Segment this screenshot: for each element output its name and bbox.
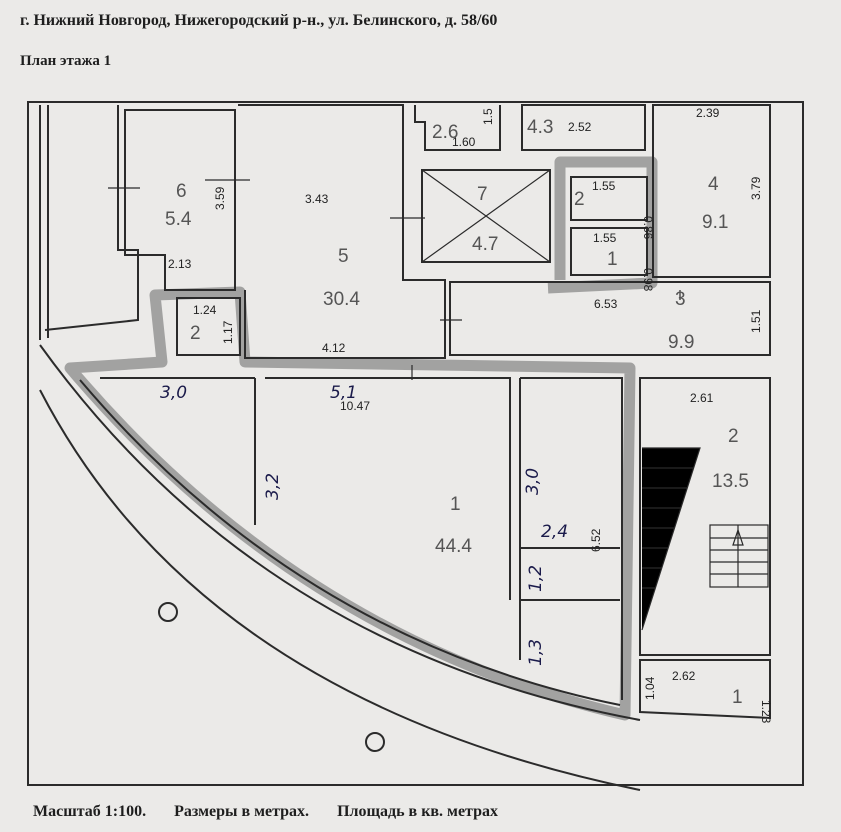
room-number: 2 (190, 323, 201, 344)
room-number: 5 (338, 246, 349, 267)
dimension: 1.23 (759, 700, 773, 724)
room-1 (100, 377, 511, 600)
wall (39, 105, 139, 340)
room-4 (652, 104, 771, 278)
dimension: 0.98 (641, 268, 655, 292)
address-heading: г. Нижний Новгород, Нижегородский р-н., … (20, 12, 498, 29)
room-number: 4 (708, 174, 719, 195)
room-wc-2 (570, 176, 648, 221)
room-area: 13.5 (712, 471, 749, 492)
dimension: 2.61 (690, 391, 714, 405)
room-2-small (176, 297, 241, 356)
plan-title: План этажа 1 (20, 53, 112, 69)
arrow-up-icon (732, 528, 744, 546)
room-area: 4.3 (527, 117, 553, 138)
handwritten-note: 1,2 (526, 565, 546, 592)
handwritten-note: 2,4 (541, 522, 568, 542)
room-number: 2 (728, 426, 739, 447)
storage-rooms (519, 377, 623, 700)
area-note: Площадь в кв. метрах (337, 803, 498, 820)
room-area: 2.6 (432, 122, 458, 143)
room-area: 9.9 (668, 332, 694, 353)
stairs (641, 447, 701, 631)
dimension: 1.04 (643, 676, 657, 700)
room-number: 1 (450, 494, 461, 515)
room-number: 3 (675, 289, 686, 310)
room-number: 6 (176, 181, 187, 202)
room-area: 4.7 (472, 234, 498, 255)
room-area: 9.1 (702, 212, 728, 233)
room-number: 2 (574, 189, 585, 210)
room-6 (124, 109, 236, 291)
room-2.6 (414, 105, 501, 151)
dimension: 4.12 (322, 341, 346, 355)
dimension: 6.53 (594, 297, 618, 311)
room-7 (421, 169, 551, 263)
curved-wall (79, 379, 621, 706)
dimension: 1.60 (452, 135, 476, 149)
curved-wall-outer (39, 389, 641, 791)
outer-frame (27, 101, 804, 786)
room-1-bottom (639, 659, 771, 720)
stairs-up (709, 524, 769, 588)
dimension: 2.62 (672, 669, 696, 683)
handwritten-note: 1,3 (526, 639, 546, 666)
dimension: 3.79 (749, 176, 763, 200)
dimension: 2.39 (696, 106, 720, 120)
door-marks (108, 179, 681, 380)
dimension: 6.52 (589, 528, 603, 552)
dimension: 10.47 (340, 399, 370, 413)
room-area: 5.4 (165, 209, 192, 230)
dimension: 3.43 (305, 192, 329, 206)
dimension: 0.86 (641, 216, 655, 240)
dimension: 1.5 (481, 108, 495, 125)
handwritten-note: 3,2 (263, 473, 283, 500)
dimension: 3.59 (213, 186, 227, 210)
shaft-cross (421, 169, 551, 263)
column (365, 732, 385, 752)
column (158, 602, 178, 622)
dimension: 2.52 (568, 120, 592, 134)
handwritten-note: 3,0 (523, 468, 543, 495)
room-stair-2 (639, 377, 771, 656)
dimension: 2.13 (168, 257, 192, 271)
room-area: 44.4 (435, 536, 472, 557)
room-number: 1 (732, 687, 743, 708)
handwritten-note: 3,0 (160, 383, 187, 403)
dimension: 1.55 (593, 231, 617, 245)
footer-legend: Масштаб 1:100. Размеры в метрах. Площадь… (33, 803, 522, 821)
stairs-steps (710, 525, 768, 587)
room-4.3 (521, 104, 646, 151)
room-area: 30.4 (323, 289, 360, 310)
curved-wall (39, 344, 641, 721)
scale-note: Масштаб 1:100. (33, 803, 147, 820)
dimension: 1.51 (749, 309, 763, 333)
room-3 (449, 281, 771, 356)
dimension: 1.17 (221, 320, 235, 344)
dimension: 1.24 (193, 303, 217, 317)
dimensions-note: Размеры в метрах. (174, 803, 310, 820)
handwritten-note: 5,1 (330, 383, 357, 403)
dimension: 1.55 (592, 179, 616, 193)
room-5 (238, 104, 446, 359)
room-number: 7 (477, 184, 488, 205)
room-number: 1 (607, 249, 618, 270)
room-wc-1 (570, 227, 648, 276)
